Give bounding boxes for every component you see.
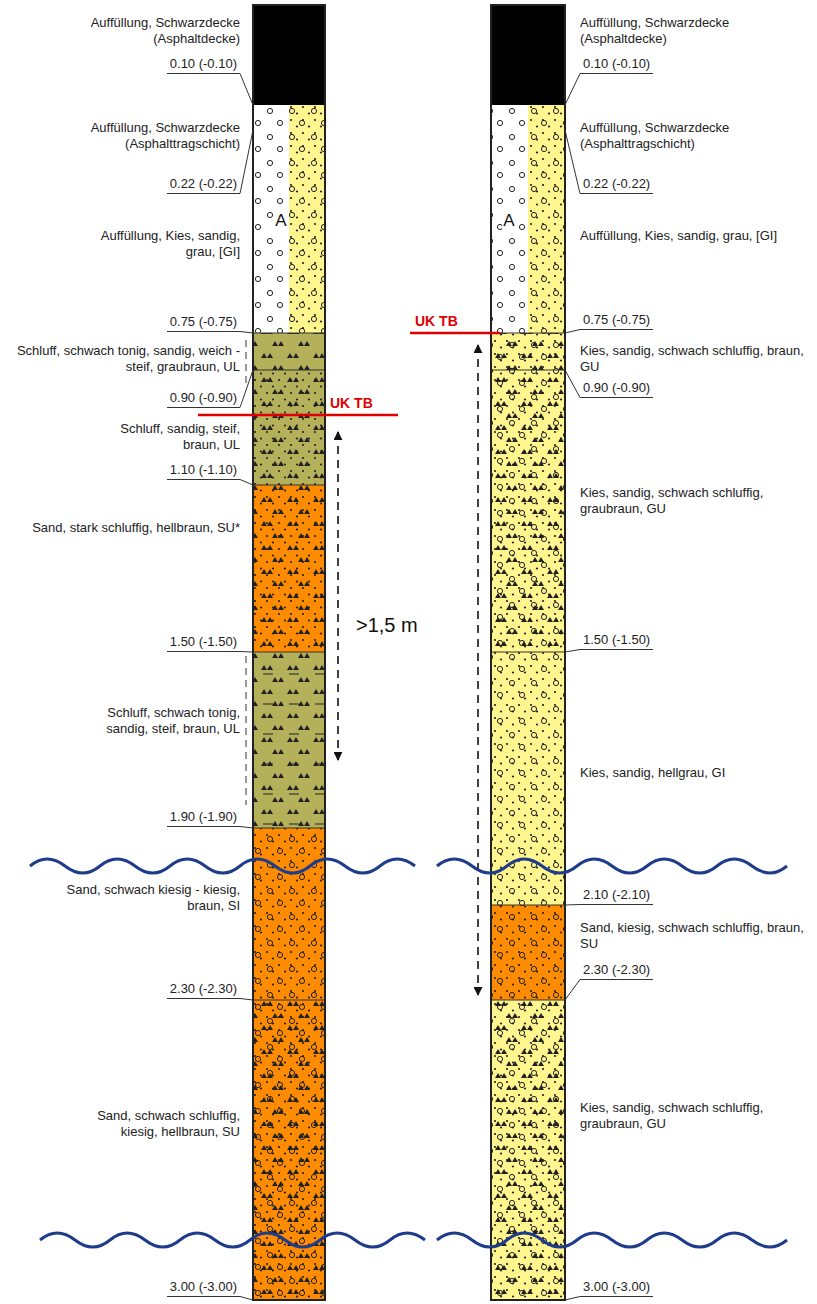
base-line-label: UK TB	[330, 395, 373, 411]
depth-label: 0.22 (-0.22)	[167, 176, 240, 194]
dimension-label: >1,5 m	[356, 614, 418, 636]
depth-label: 0.90 (-0.90)	[167, 390, 240, 408]
base-line	[410, 332, 500, 335]
layer-description: Auffüllung, Schwarzdecke (Asphalttragsch…	[580, 120, 805, 152]
layer-description: Schluff, sandig, steif, braun, UL	[80, 421, 240, 453]
depth-label: 0.22 (-0.22)	[580, 176, 653, 194]
borehole-right	[491, 5, 565, 1300]
fill-marker: A	[502, 212, 515, 230]
layer-description: Auffüllung, Schwarzdecke (Asphaltdecke)	[580, 15, 805, 47]
leader-line	[565, 370, 580, 398]
layer-description: Sand, stark schluffig, hellbraun, SU*	[16, 520, 240, 536]
leader-line	[565, 650, 580, 653]
leader-line	[240, 130, 253, 194]
leader-line	[240, 370, 253, 408]
borehole-left	[246, 5, 325, 1300]
depth-label: 0.75 (-0.75)	[167, 314, 240, 332]
layer-description: Kies, sandig, schwach schluffig, graubra…	[580, 1100, 805, 1132]
leader-line	[240, 651, 253, 653]
depth-label: 1.10 (-1.10)	[167, 462, 240, 480]
dimension-arrow	[337, 432, 339, 760]
depth-label: 0.90 (-0.90)	[580, 380, 653, 398]
depth-label: 1.50 (-1.50)	[167, 634, 240, 652]
depth-label: 0.10 (-0.10)	[580, 56, 653, 74]
depth-label: 3.00 (-3.00)	[580, 1279, 653, 1297]
layer-description: Kies, sandig, schwach schluffig, braun, …	[580, 343, 805, 375]
layer-description: Sand, schwach kiesig - kiesig, braun, SI	[35, 882, 240, 914]
leader-line	[565, 74, 580, 106]
leader-line	[565, 904, 580, 906]
layer-description: Kies, sandig, hellgrau, GI	[580, 765, 805, 781]
leader-line	[565, 330, 580, 334]
leader-line	[240, 999, 253, 1001]
layer-description: Auffüllung, Schwarzdecke (Asphalttragsch…	[75, 120, 240, 152]
base-line	[198, 414, 398, 417]
break-line	[30, 859, 787, 1247]
layer-description: Kies, sandig, schwach schluffig, graubra…	[580, 485, 805, 517]
leader-line	[240, 74, 253, 106]
leader-line	[565, 980, 580, 1001]
leader-line	[565, 130, 580, 194]
layer-description: Schluff, schwach tonig, sandig, weich - …	[16, 343, 240, 375]
base-line-label: UK TB	[415, 313, 458, 329]
layer-description: Auffüllung, Schwarzdecke (Asphaltdecke)	[75, 15, 240, 47]
leader-line	[240, 332, 253, 334]
depth-label: 2.10 (-2.10)	[580, 887, 653, 905]
layer-description: Sand, schwach schluffig, kiesig, hellbra…	[75, 1108, 240, 1140]
layer-description: Auffüllung, Kies, sandig, grau, [GI]	[580, 228, 805, 244]
depth-label: 0.10 (-0.10)	[167, 56, 240, 74]
leader-line	[240, 480, 253, 486]
depth-label: 3.00 (-3.00)	[167, 1279, 240, 1297]
leader-line	[565, 1297, 580, 1301]
fill-marker: A	[274, 212, 287, 230]
depth-label: 2.30 (-2.30)	[580, 962, 653, 980]
layer-description: Sand, kiesig, schwach schluffig, braun, …	[580, 920, 805, 952]
leader-line	[240, 827, 253, 829]
depth-label: 1.90 (-1.90)	[167, 809, 240, 827]
layer-description: Schluff, schwach tonig, sandig, steif, b…	[75, 705, 240, 737]
layer-description: Auffüllung, Kies, sandig, grau, [GI]	[68, 228, 240, 260]
depth-label: 2.30 (-2.30)	[167, 981, 240, 999]
depth-label: 1.50 (-1.50)	[580, 632, 653, 650]
leader-line	[240, 1297, 253, 1301]
depth-label: 0.75 (-0.75)	[580, 312, 653, 330]
dimension-arrow	[477, 345, 479, 995]
